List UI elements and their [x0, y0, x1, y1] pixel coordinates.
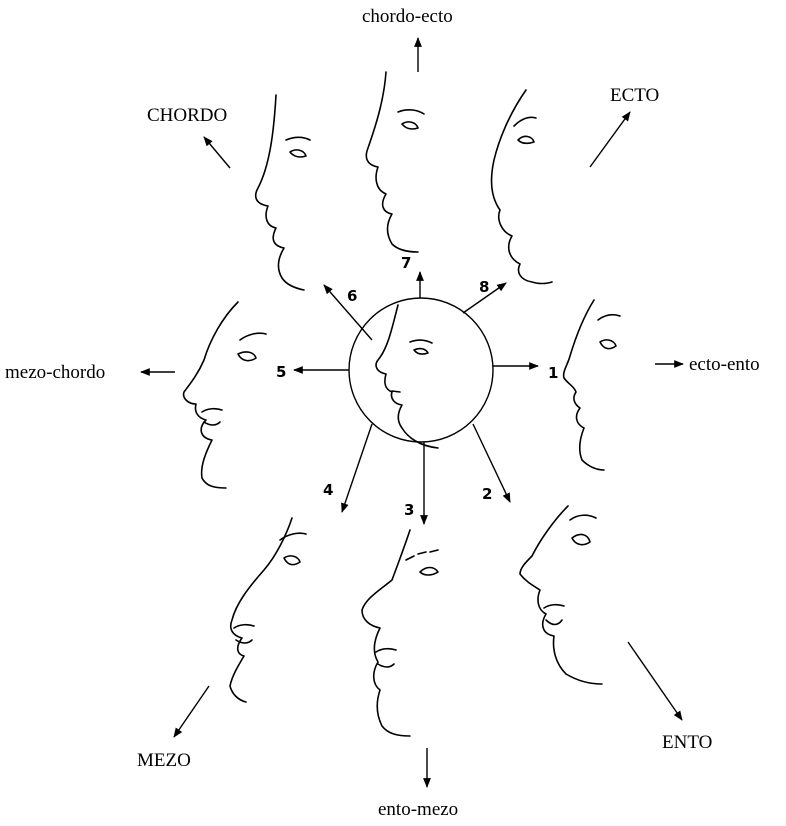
label-ecto: ECTO — [610, 85, 659, 106]
spoke-2-number: 2 — [482, 485, 492, 503]
label-chordo-ecto: chordo-ecto — [362, 6, 453, 27]
face-ecto — [490, 89, 553, 285]
label-chordo: CHORDO — [147, 105, 227, 126]
type-arrows — [140, 37, 684, 788]
spoke-4-arrow — [341, 423, 373, 513]
face-ecto-ento — [562, 299, 621, 471]
direction-spokes — [293, 271, 539, 525]
face-chordo-ecto — [365, 71, 425, 253]
face-ento — [519, 505, 603, 685]
spoke-4-number: 4 — [323, 481, 333, 499]
spoke-3-number: 3 — [404, 501, 414, 519]
face-mezo-chordo — [182, 301, 267, 489]
ecto-arrow — [589, 111, 631, 168]
direction-numbers: 1 2 3 4 5 6 7 8 — [276, 254, 558, 519]
label-ecto-ento: ecto-ento — [689, 354, 760, 375]
label-ento-mezo: ento-mezo — [378, 799, 458, 820]
spoke-8-arrow — [462, 282, 507, 314]
label-mezo-chordo: mezo-chordo — [5, 362, 105, 383]
face-ento-mezo — [361, 529, 439, 737]
spoke-5-number: 5 — [276, 363, 286, 381]
chordo-arrow — [203, 136, 231, 169]
spoke-6-arrow — [323, 284, 373, 341]
center-circle — [348, 297, 494, 443]
face-mezo — [229, 517, 307, 703]
label-mezo: MEZO — [137, 750, 191, 771]
ento-arrow — [627, 641, 683, 721]
face-chordo — [254, 94, 311, 291]
spoke-1-number: 1 — [548, 364, 558, 382]
spoke-2-arrow — [472, 423, 511, 503]
spoke-8-number: 8 — [479, 278, 489, 296]
spoke-7-number: 7 — [401, 254, 411, 272]
spoke-6-number: 6 — [347, 287, 357, 305]
mezo-arrow — [173, 685, 210, 738]
label-ento: ENTO — [662, 732, 712, 753]
type-labels: chordo-ecto CHORDO ECTO mezo-chordo ecto… — [5, 6, 760, 820]
center-face — [375, 304, 439, 449]
